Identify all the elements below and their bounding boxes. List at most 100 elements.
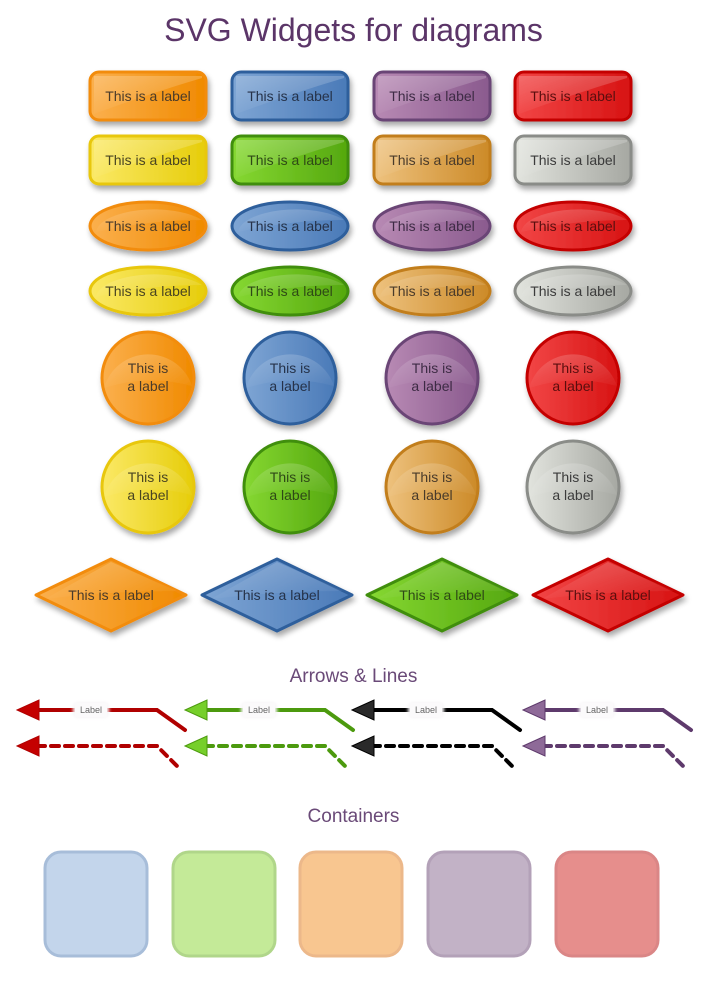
circle-widget-yellow[interactable]: This isa label — [100, 439, 196, 535]
widget-label: This is a label — [247, 152, 333, 168]
container-box[interactable] — [43, 850, 149, 958]
gloss-highlight — [542, 562, 674, 599]
diamond-widget-blue[interactable]: This is a label — [200, 557, 354, 633]
ellipse-widget-purple[interactable]: This is a label — [372, 200, 492, 252]
widget-label: This is a label — [389, 218, 475, 234]
rounded-rect-widget-blue[interactable]: This is a label — [230, 70, 350, 122]
widget-label: This is a label — [247, 283, 333, 299]
widget-label: a label — [411, 378, 452, 394]
diamond-widget-red[interactable]: This is a label — [531, 557, 685, 633]
diamond-widget-orange[interactable]: This is a label — [34, 557, 188, 633]
widget-label: a label — [269, 487, 310, 503]
arrow-solid-labeled[interactable]: Label — [521, 699, 693, 732]
rounded-rect-widget-orange[interactable]: This is a label — [88, 70, 208, 122]
widget-label: This is a label — [389, 152, 475, 168]
circle-widget-tan[interactable]: This is a label — [384, 439, 480, 535]
arrow-label: Label — [80, 705, 102, 715]
widget-label: This is a label — [105, 152, 191, 168]
widget-label: This is a label — [105, 218, 191, 234]
widget-body — [365, 557, 519, 633]
widget-label: This is a label — [565, 587, 651, 603]
arrowhead-icon — [350, 735, 375, 757]
widget-label: This is a label — [105, 283, 191, 299]
arrow-line — [203, 708, 355, 732]
gloss-highlight — [246, 463, 334, 497]
rounded-rect-widget-gray[interactable]: This is a label — [513, 134, 633, 186]
widget-label: This is — [270, 360, 310, 376]
widget-label: This is a label — [389, 283, 475, 299]
circle-widget-green[interactable]: This isa label — [242, 439, 338, 535]
widget-label: This is a label — [68, 587, 154, 603]
widget-label: a label — [269, 378, 310, 394]
widget-label: a label — [552, 487, 593, 503]
container-box[interactable] — [554, 850, 660, 958]
widget-label: This is — [128, 360, 168, 376]
container-box[interactable] — [426, 850, 532, 958]
arrow-dashed[interactable] — [183, 735, 347, 768]
gloss-highlight — [96, 209, 202, 232]
gloss-highlight — [236, 76, 344, 114]
arrow-line — [203, 744, 347, 768]
ellipse-widget-red[interactable]: This is a label — [513, 200, 633, 252]
ellipse-widget-tan[interactable]: This is a label — [372, 265, 492, 317]
gloss-highlight — [238, 209, 344, 232]
widget-label: This is — [412, 360, 452, 376]
circle-widget-gray[interactable]: This isa label — [525, 439, 621, 535]
circle-widget-blue[interactable]: This is a label — [242, 330, 338, 426]
gloss-highlight — [378, 140, 486, 178]
container-box[interactable] — [298, 850, 404, 958]
ellipse-widget-gray[interactable]: This is a label — [513, 265, 633, 317]
gloss-highlight — [96, 274, 202, 297]
widget-label: This is a label — [105, 88, 191, 104]
arrowhead-icon — [15, 699, 40, 721]
widget-label: This is a label — [530, 218, 616, 234]
gloss-highlight — [521, 274, 627, 297]
arrow-line — [35, 744, 179, 768]
widget-label: This is a label — [247, 88, 333, 104]
widget-label: This is a label — [530, 152, 616, 168]
gloss-highlight — [45, 562, 177, 599]
gloss-highlight — [529, 354, 617, 388]
widget-label: This is a label — [399, 587, 485, 603]
arrow-label: Label — [248, 705, 270, 715]
arrow-dashed[interactable] — [521, 735, 685, 768]
arrow-solid-labeled[interactable]: Label — [15, 699, 187, 732]
ellipse-widget-blue[interactable]: This is a label — [230, 200, 350, 252]
arrow-solid-labeled[interactable]: Label — [350, 699, 522, 732]
widget-label: a label — [127, 378, 168, 394]
widget-body — [200, 557, 354, 633]
arrow-label-box — [243, 703, 275, 717]
widget-label: This is a label — [530, 88, 616, 104]
arrow-dashed[interactable] — [15, 735, 179, 768]
circle-widget-purple[interactable]: This is a label — [384, 330, 480, 426]
gloss-highlight — [104, 354, 192, 388]
arrowhead-icon — [15, 735, 40, 757]
arrow-line — [370, 744, 514, 768]
arrow-line — [35, 708, 187, 732]
ellipse-widget-yellow[interactable]: This is a label — [88, 265, 208, 317]
widget-label: a label — [411, 487, 452, 503]
rounded-rect-widget-purple[interactable]: This is a label — [372, 70, 492, 122]
rounded-rect-widget-green[interactable]: This is a label — [230, 134, 350, 186]
gloss-highlight — [211, 562, 343, 599]
gloss-highlight — [380, 274, 486, 297]
gloss-highlight — [94, 140, 202, 178]
ellipse-widget-green[interactable]: This is a label — [230, 265, 350, 317]
gloss-highlight — [521, 209, 627, 232]
ellipse-widget-orange[interactable]: This is a label — [88, 200, 208, 252]
rounded-rect-widget-yellow[interactable]: This is a label — [88, 134, 208, 186]
rounded-rect-widget-tan[interactable]: This is a label — [372, 134, 492, 186]
circle-widget-orange[interactable]: This is a label — [100, 330, 196, 426]
circle-widget-red[interactable]: This isa label — [525, 330, 621, 426]
arrowhead-icon — [183, 735, 208, 757]
diamond-widget-green[interactable]: This is a label — [365, 557, 519, 633]
arrow-solid-labeled[interactable]: Label — [183, 699, 355, 732]
arrow-label-box — [581, 703, 613, 717]
containers-section-title: Containers — [307, 806, 400, 827]
container-box[interactable] — [171, 850, 277, 958]
arrow-dashed[interactable] — [350, 735, 514, 768]
widget-label: This is — [412, 469, 452, 485]
gloss-highlight — [519, 140, 627, 178]
rounded-rect-widget-red[interactable]: This is a label — [513, 70, 633, 122]
